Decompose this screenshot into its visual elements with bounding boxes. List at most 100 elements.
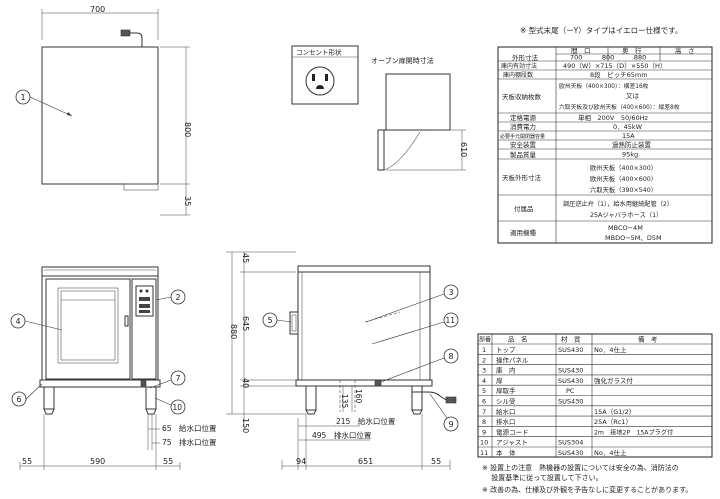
spec-label-tray-size: 天板外形寸法 (502, 173, 542, 182)
balloon-5: 5 (268, 316, 273, 325)
pos-drain-v: 75 排水口位置 (162, 437, 217, 447)
front-dim-590: 590 (90, 457, 105, 466)
side-dim-160: 160 (354, 389, 363, 404)
pos-water-inlet-v: 65 給水口位置 (162, 423, 217, 433)
side-dim-55: 55 (431, 457, 441, 466)
part-mat-3: SUS430 (558, 367, 583, 375)
part-name-10: アジャスト (496, 439, 528, 447)
spec-value-safety: 過熱防止装置 (612, 140, 652, 149)
side-dim-40: 40 (241, 378, 250, 388)
outlet-shape-box: コンセント形状 (291, 45, 359, 105)
spec-label-breaker: 必要手元開閉器容量 (500, 133, 545, 140)
spec-value-shelves: 8段 ピッチ65mm (590, 70, 648, 79)
part-name-6: シル受 (496, 397, 516, 406)
side-dim-880: 880 (229, 324, 238, 339)
spec-table: 間 口 奥 行 高 さ 外形寸法 700 800 880 庫内有効寸法 490（… (497, 46, 713, 244)
part-no-1: 1 (482, 346, 486, 354)
height-dim-label: 800 (183, 122, 192, 137)
part-name-7: 給水口 (496, 407, 516, 416)
spec-head-depth: 奥 行 (622, 46, 642, 55)
parts-head-no: 部番 (479, 336, 491, 344)
side-dim-45: 45 (241, 253, 250, 263)
part-rem-1: No．4仕上 (594, 345, 627, 354)
part-no-6: 6 (482, 398, 486, 406)
front-dim-55-left: 55 (22, 457, 32, 466)
spec-value-breaker: 15A (622, 132, 635, 140)
outlet-title: コンセント形状 (296, 48, 342, 57)
part-rem-8: 25A（Rc1） (594, 418, 632, 426)
part-no-9: 9 (482, 428, 486, 436)
side-dim-645: 645 (241, 316, 250, 331)
header-note: ※ 型式末尾（ーY）タイプはイエロー仕様です。 (520, 25, 682, 35)
part-no-8: 8 (482, 418, 486, 426)
balloon-8: 8 (449, 352, 454, 361)
balloon-10: 10 (173, 403, 183, 412)
part-name-5: 扉取手 (496, 386, 516, 395)
balloon-11: 11 (446, 316, 456, 325)
spec-value-power: 単相 200V 50/60Hz (578, 113, 648, 122)
part-rem-4: 強化ガラス付 (594, 376, 633, 385)
part-mat-1: SUS430 (558, 346, 583, 354)
part-no-5: 5 (482, 387, 486, 395)
width-dim-label: 700 (90, 5, 105, 14)
part-no-10: 10 (480, 439, 488, 447)
part-mat-5: PC (566, 387, 575, 395)
part-name-2: 操作パネル (496, 355, 529, 364)
pos-water-inlet-h: 215 給水口位置 (336, 416, 396, 426)
spec-value-consumption: 0．45kW (613, 123, 643, 131)
part-rem-7: 15A（G1/2） (594, 408, 635, 416)
spec-label-power: 定格電源 (510, 113, 537, 122)
side-view: 45 645 880 40 150 135 160 215 給水口位置 495 … (226, 251, 459, 470)
base-dim-label: 35 (183, 196, 192, 206)
part-no-11: 11 (480, 449, 488, 457)
spec-label-consumption: 消費電力 (510, 122, 536, 131)
spec-head-width: 間 口 (571, 47, 591, 55)
spec-label-weight: 製品質量 (510, 150, 537, 159)
pos-drain-h: 495 排水口位置 (312, 430, 372, 440)
side-dim-94: 94 (296, 457, 306, 466)
footnotes: ※ 設置上の注意 熱機器の設置については安全の為、消防法の 設置基準に従って設置… (482, 463, 692, 494)
balloon-4: 4 (16, 317, 21, 326)
spec-label-shelves: 庫内棚段数 (503, 71, 533, 79)
parts-head-name: 品 名 (508, 335, 528, 344)
part-mat-11: SUS430 (558, 449, 583, 457)
parts-head-material: 材 質 (561, 335, 581, 344)
front-view-lower: 4 6 2 7 10 55 590 55 65 給水口位置 75 排水口位置 (10, 266, 217, 470)
spec-value-tray-capacity-1: 欧州天板（400×300）：横差16枚 (559, 82, 649, 90)
spec-head-height: 高 さ (675, 46, 695, 55)
part-mat-6: SUS430 (558, 398, 583, 406)
spec-value-interior: 490（W）×715（D）×550（H） (563, 62, 666, 70)
balloon-2: 2 (176, 293, 181, 302)
footnote-1: ※ 設置上の注意 熱機器の設置については安全の為、消防法の (482, 463, 679, 472)
side-dim-150: 150 (241, 418, 250, 433)
spec-value-accessories-2: 25Aジャバラホース（1） (590, 211, 662, 219)
part-name-11: 本 体 (496, 448, 516, 457)
part-name-9: 電源コード (496, 427, 529, 436)
part-mat-10: SUS304 (558, 439, 583, 447)
parts-head-remarks: 備 考 (638, 335, 658, 344)
spec-value-tray-capacity-2: 又は (626, 92, 640, 100)
spec-value-outer: 700 800 880 (570, 54, 646, 62)
part-name-3: 庫 内 (496, 366, 516, 375)
front-view-top: 700 1 800 35 (15, 5, 192, 216)
side-dim-135: 135 (340, 394, 349, 409)
part-no-4: 4 (482, 377, 486, 385)
spec-label-outer: 外形寸法 (512, 53, 539, 62)
spec-value-tray-size-2: 欧州天板（400×600） (590, 174, 657, 183)
spec-value-models-1: MBCO−4M (608, 224, 643, 232)
spec-label-accessories: 付属品 (514, 204, 534, 213)
footnote-2: 設置基準に従って設置して下さい。 (482, 473, 603, 482)
part-rem-11: No．4仕上 (594, 448, 627, 457)
balloon-9: 9 (449, 420, 454, 429)
spec-label-tray-capacity: 天板収納枚数 (502, 92, 542, 101)
front-dim-55-right: 55 (163, 457, 173, 466)
door-dim-label: 610 (459, 142, 468, 157)
spec-label-models: 適用機種 (510, 228, 537, 237)
balloon-1: 1 (21, 93, 26, 102)
part-name-8: 排水口 (496, 417, 516, 426)
part-rem-9: 2m 接地2P 15Aプラグ付 (594, 428, 673, 436)
side-dim-651: 651 (358, 457, 373, 466)
spec-label-interior: 庫内有効寸法 (501, 62, 537, 70)
spec-value-models-2: MBDO−5M、D5M (605, 234, 662, 242)
